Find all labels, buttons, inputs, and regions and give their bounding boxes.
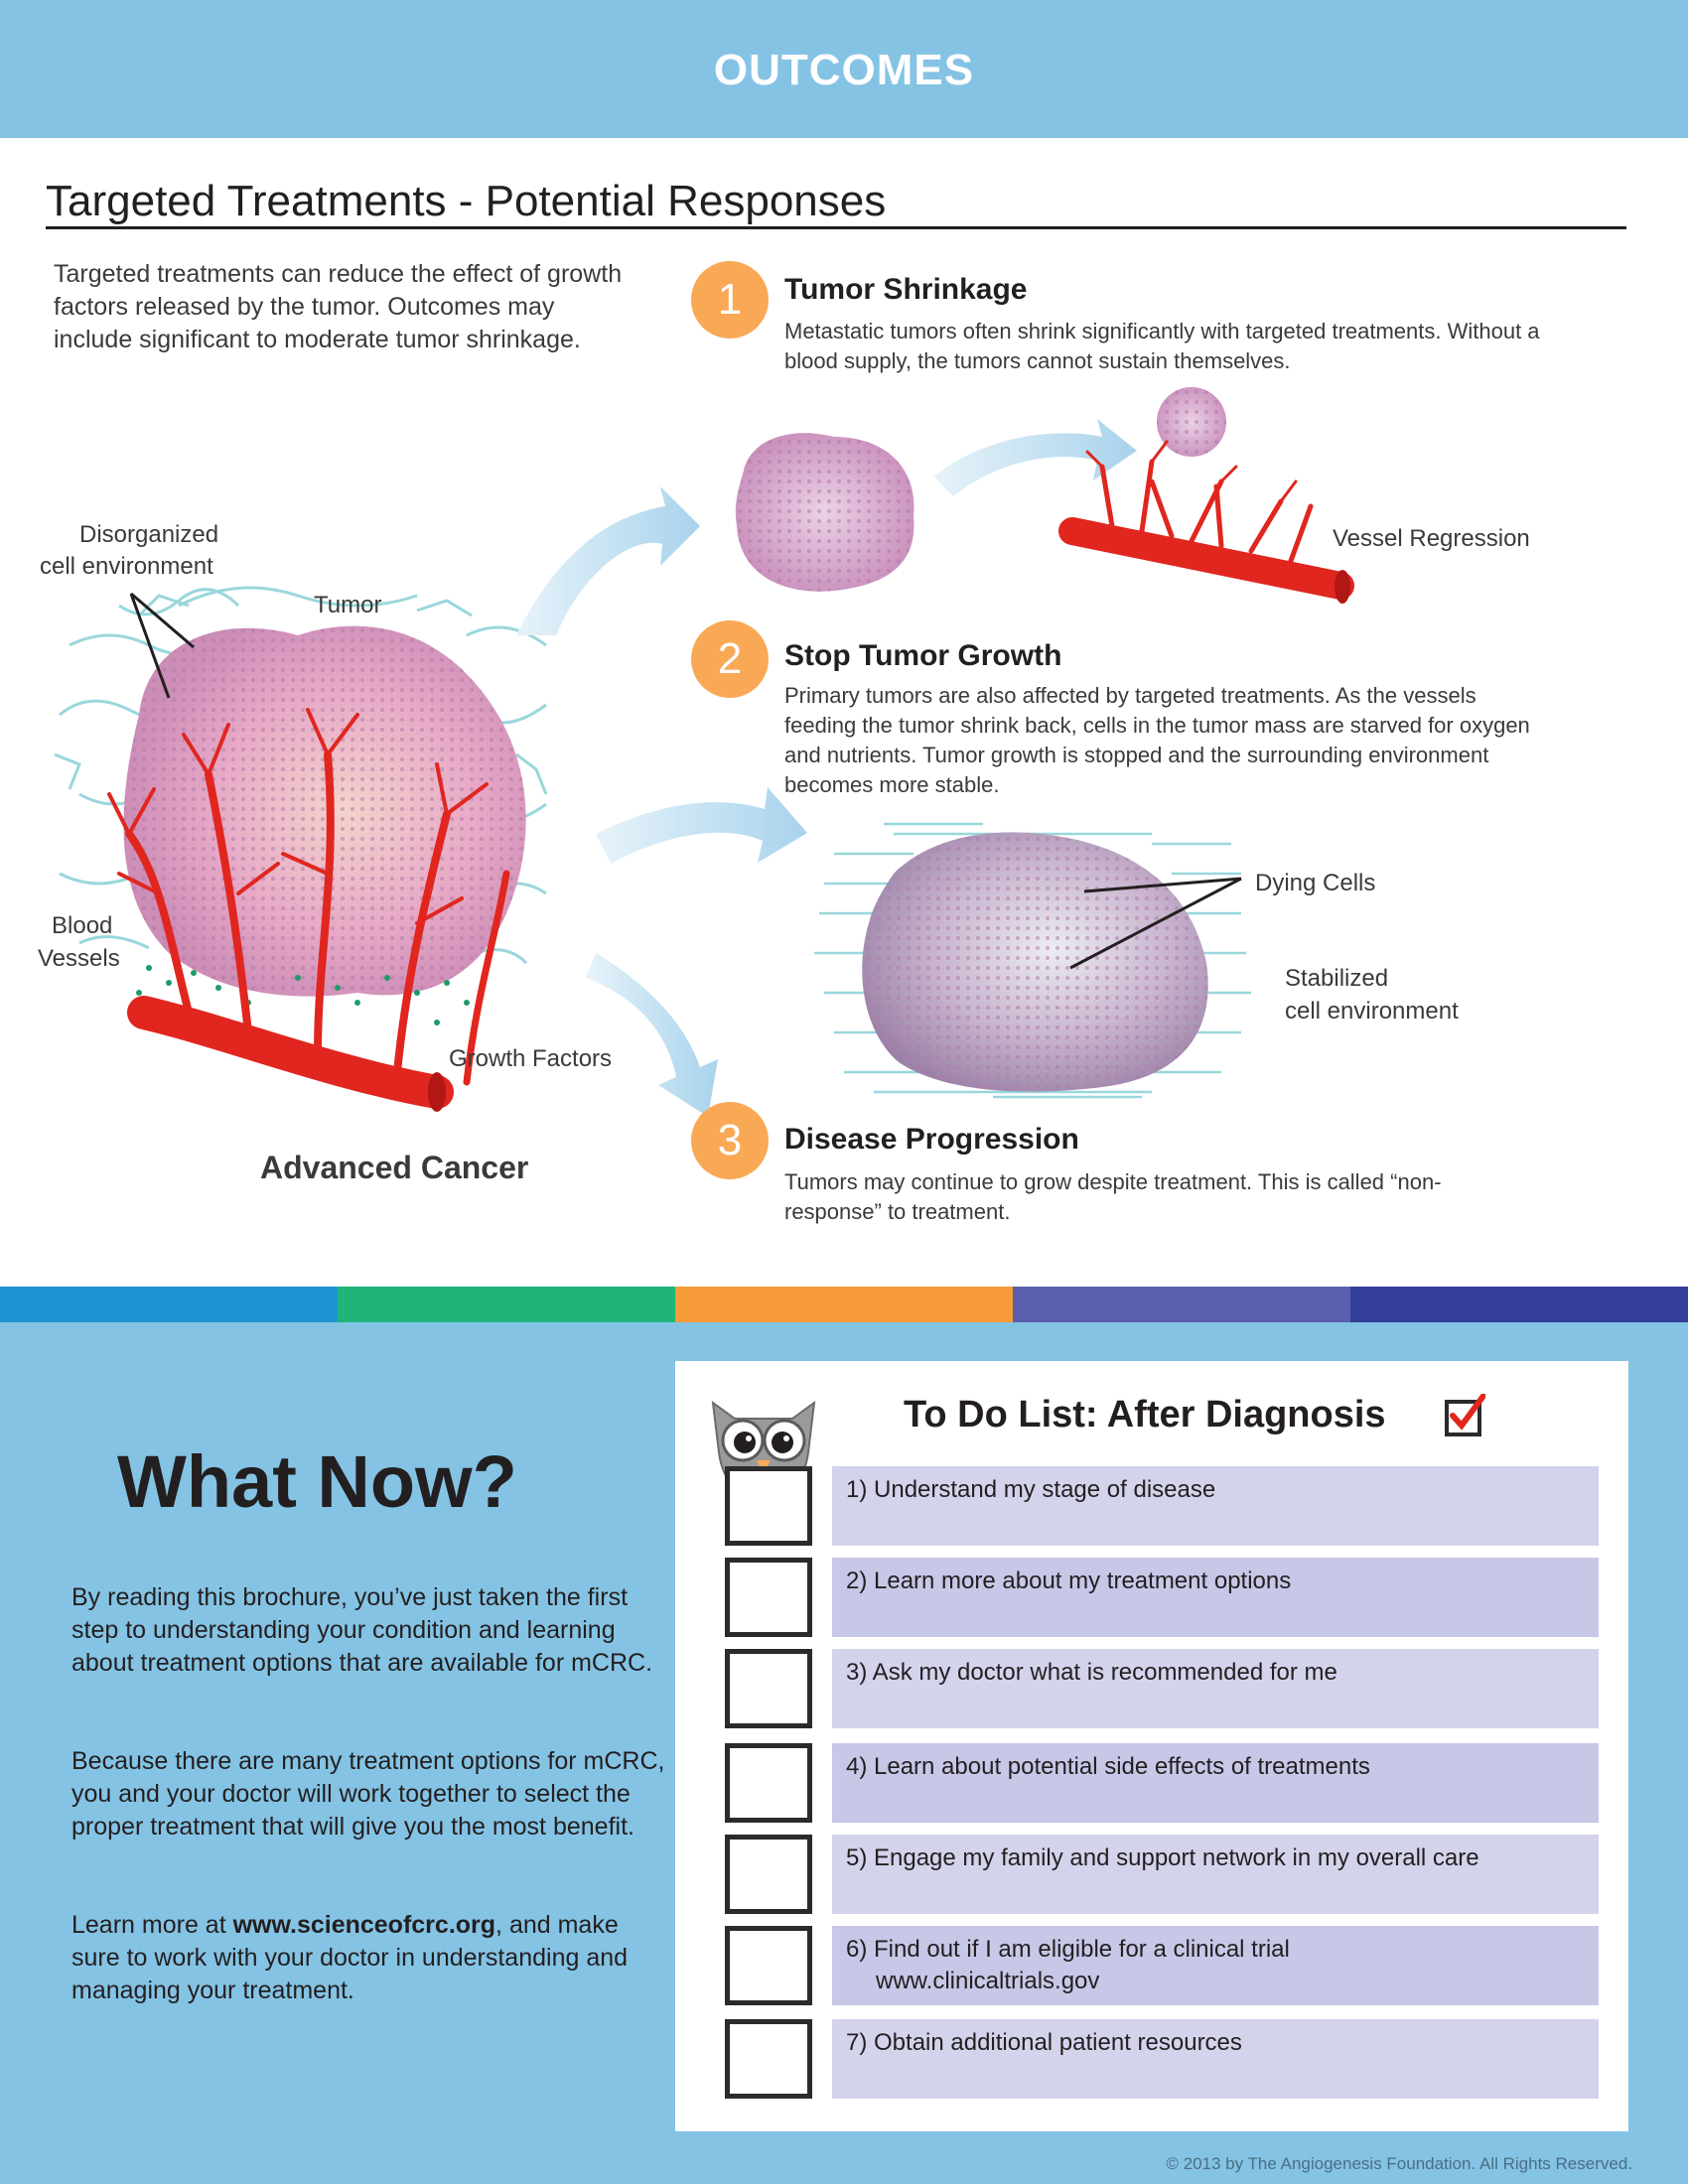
todo-checkbox-7[interactable] [725,2019,812,2099]
section-title: Targeted Treatments - Potential Response… [46,177,887,225]
todo-item-label: 1) Understand my stage of disease [846,1476,1216,1503]
blood-vessels [107,708,510,1086]
paragraph-3-lead: Learn more at [71,1911,233,1939]
label-dying-cells: Dying Cells [1255,870,1376,896]
label-vessel-regression: Vessel Regression [1333,525,1530,552]
strip-segment [1350,1287,1688,1322]
what-now-paragraph-1: By reading this brochure, you’ve just ta… [71,1583,653,1677]
label-vessels: Vessels [38,945,120,972]
header-band: OUTCOMES [0,0,1688,138]
todo-item-1: 1) Understand my stage of disease [832,1466,1599,1546]
step-3-title: Disease Progression [784,1123,1079,1156]
label-stabilized-environment: cell environment [1285,998,1459,1024]
label-stabilized: Stabilized [1285,965,1389,992]
todo-item-4: 4) Learn about potential side effects of… [832,1743,1599,1823]
clinicaltrials-link[interactable]: www.clinicaltrials.gov [876,1968,1100,1994]
what-now-paragraph-3: Learn more at www.scienceofcrc.org, and … [71,1909,667,2007]
strip-segment [1013,1287,1350,1322]
todo-item-3: 3) Ask my doctor what is recommended for… [832,1649,1599,1728]
label-tumor: Tumor [314,592,382,618]
arrow-to-progression [586,953,718,1117]
arrow-to-stop-growth [596,787,807,864]
step-3-badge: 3 [691,1102,769,1179]
todo-checkbox-2[interactable] [725,1558,812,1637]
todo-checkbox-4[interactable] [725,1743,812,1823]
what-now-title: What Now? [117,1440,517,1523]
todo-item-label: 5) Engage my family and support network … [846,1844,1479,1871]
todo-checkbox-1[interactable] [725,1466,812,1546]
label-growth-factors: Growth Factors [449,1045,613,1072]
treatment-illustration [54,387,1354,1117]
todo-item-label: 7) Obtain additional patient resources [846,2029,1242,2056]
page-header-title: OUTCOMES [713,46,975,94]
step-2-title: Stop Tumor Growth [784,639,1062,672]
strip-segment [338,1287,675,1322]
arrow-to-regression [933,419,1137,496]
label-blood: Blood [52,912,113,939]
scienceofcrc-link[interactable]: www.scienceofcrc.org [232,1911,496,1939]
step-1-badge: 1 [691,261,769,339]
color-strip [0,1287,1688,1322]
title-rule [46,226,1626,229]
what-now-paragraph-2: Because there are many treatment options… [71,1747,665,1841]
todo-item-7: 7) Obtain additional patient resources [832,2019,1599,2099]
label-disorganized: Disorganized [79,521,219,548]
strip-segment [675,1287,1013,1322]
todo-item-label: 2) Learn more about my treatment options [846,1568,1292,1594]
todo-title: To Do List: After Diagnosis [904,1394,1386,1435]
intro-text: Targeted treatments can reduce the effec… [54,260,623,353]
todo-checkbox-5[interactable] [725,1835,812,1914]
checked-box-icon [1445,1394,1485,1436]
todo-item-5: 5) Engage my family and support network … [832,1835,1599,1914]
step-1-title: Tumor Shrinkage [784,273,1028,306]
strip-segment [0,1287,338,1322]
todo-checkbox-6[interactable] [725,1926,812,2005]
todo-item-6: 6) Find out if I am eligible for a clini… [832,1926,1599,2005]
copyright: © 2013 by The Angiogenesis Foundation. A… [1166,2154,1632,2173]
todo-item-2: 2) Learn more about my treatment options [832,1558,1599,1637]
regressed-vessel [1058,440,1354,600]
step-1-description: Metastatic tumors often shrink significa… [784,319,1540,373]
todo-item-label: 6) Find out if I am eligible for a clini… [846,1936,1290,1963]
label-cell-environment: cell environment [40,553,213,580]
main-vessel [127,996,454,1109]
todo-item-label: 4) Learn about potential side effects of… [846,1753,1370,1780]
todo-checkbox-3[interactable] [725,1649,812,1728]
step-2-description: Primary tumors are also affected by targ… [784,683,1530,797]
paragraph-3-tail: , and make sure to work with your doctor… [71,1911,629,2004]
todo-item-label: 3) Ask my doctor what is recommended for… [846,1659,1337,1686]
step-3-description: Tumors may continue to grow despite trea… [784,1169,1442,1224]
arrow-to-shrinkage [516,486,700,635]
step-2-badge: 2 [691,620,769,698]
label-advanced-cancer: Advanced Cancer [260,1150,529,1185]
